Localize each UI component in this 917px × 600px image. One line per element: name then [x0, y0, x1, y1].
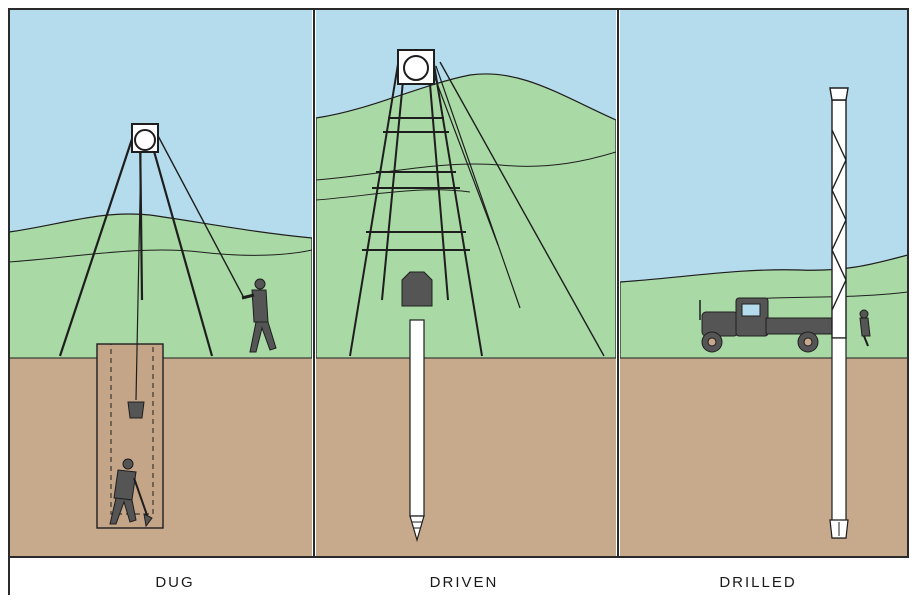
ground [620, 358, 908, 557]
caption-drilled: DRILLED [608, 572, 908, 594]
caption-driven: DRIVEN [314, 572, 614, 594]
caption-dug: DUG [25, 572, 325, 594]
pulley-wheel [135, 130, 155, 150]
bucket [128, 402, 144, 418]
driven-pipe [410, 320, 424, 516]
drive-weight [402, 272, 432, 306]
ground [316, 358, 616, 557]
panel-driven [316, 9, 616, 557]
drill-mast [830, 88, 848, 338]
panel-dug [9, 9, 312, 557]
pulley-wheel [404, 56, 428, 80]
hills [316, 74, 616, 360]
drilled-casing [832, 338, 846, 538]
panel-drilled [620, 9, 908, 557]
